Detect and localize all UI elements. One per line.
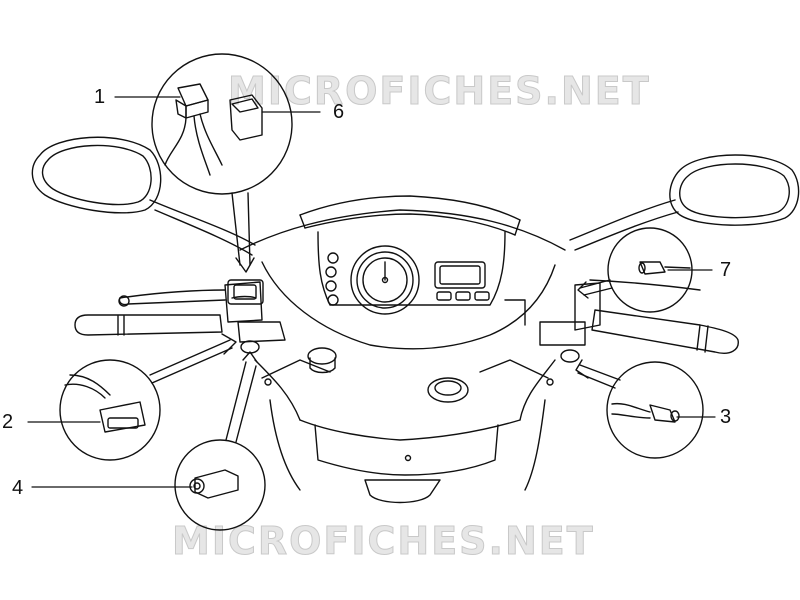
detail-bubble-plug-4 <box>174 351 266 531</box>
watermark-bottom: MICROFICHES.NET <box>172 519 595 563</box>
detail-bubble-switch-2 <box>59 333 237 461</box>
right-mirror <box>569 154 800 251</box>
right-switch-housing <box>504 299 586 363</box>
right-grip <box>574 279 739 354</box>
left-mirror <box>31 136 256 256</box>
callout-1: 1 <box>94 86 106 108</box>
dashboard-cover <box>239 195 566 350</box>
detail-bubble-connector-3 <box>575 359 704 459</box>
front-shield <box>254 347 556 504</box>
callout-2: 2 <box>2 411 14 433</box>
callout-6: 6 <box>333 101 345 123</box>
callout-3: 3 <box>720 406 732 428</box>
detail-bubble-switches <box>151 53 293 273</box>
leader-lines <box>27 96 716 488</box>
watermark-top: MICROFICHES.NET <box>228 69 651 113</box>
callout-7: 7 <box>720 259 732 281</box>
left-switch-housing <box>227 279 286 354</box>
callout-4: 4 <box>12 477 24 499</box>
